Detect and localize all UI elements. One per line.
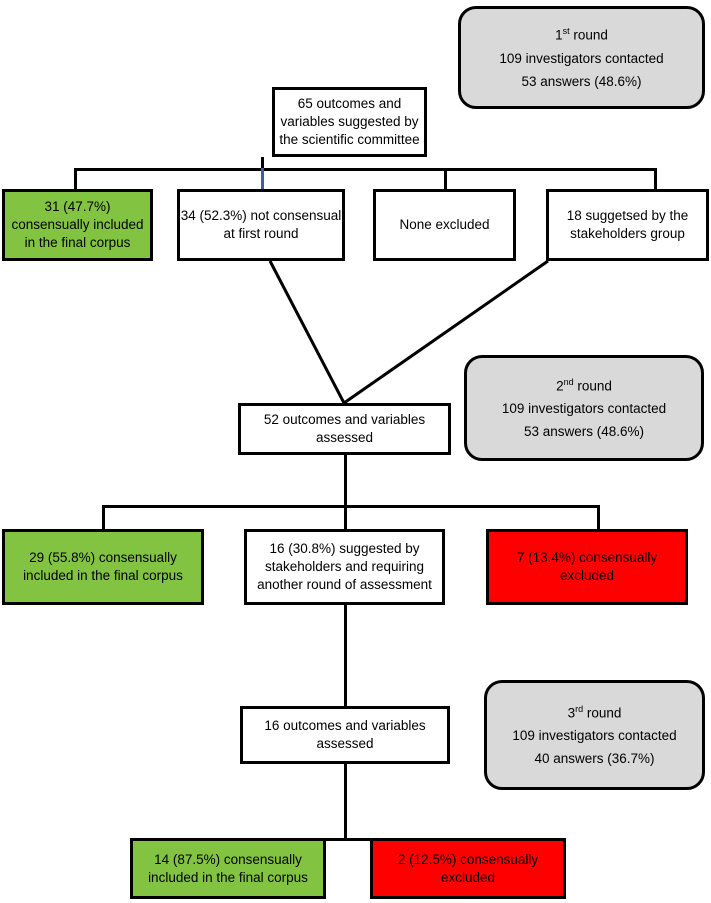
round-2-contacted: 109 investigators contacted xyxy=(501,401,667,417)
connector-diagonals-round2 xyxy=(268,259,549,405)
node-r1-included: 31 (47.7%) consensually included in the … xyxy=(2,189,153,261)
round-1-title: 1st round xyxy=(555,26,608,43)
connector-row1-drop-none-excluded xyxy=(444,168,447,190)
connector-row2-drop-included xyxy=(102,505,105,531)
connector-row3-bar xyxy=(228,838,469,841)
round-3-answers: 40 answers (36.7%) xyxy=(534,751,655,767)
round-panel-1: 1st round 109 investigators contacted 53… xyxy=(458,6,705,109)
connector-source-stem xyxy=(261,157,264,171)
connector-row2-drop-excluded xyxy=(597,505,600,531)
connector-r2-requiring-stem xyxy=(344,605,347,707)
node-r2-included: 29 (55.8%) consensually included in the … xyxy=(2,529,204,605)
connector-row2-drop-requiring xyxy=(344,505,347,531)
round-panel-3: 3rd round 109 investigators contacted 40… xyxy=(484,680,705,790)
round-1-answers: 53 answers (48.6%) xyxy=(521,73,642,89)
node-r2-requiring: 16 (30.8%) suggested by stakeholders and… xyxy=(244,529,445,605)
connector-row2-bar xyxy=(102,505,600,508)
node-r3-excluded: 2 (12.5%) consensually excluded xyxy=(370,838,566,899)
connector-row1-drop-stakeholders xyxy=(654,168,657,190)
round-2-title: 2nd round xyxy=(556,376,612,394)
node-r2-excluded: 7 (13.4%) consensually excluded xyxy=(486,529,688,605)
connector-row1-bar xyxy=(74,168,657,171)
node-r3-included: 14 (87.5%) consensually included in the … xyxy=(130,838,326,899)
round-1-contacted: 109 investigators contacted xyxy=(499,50,664,66)
round-2-answers: 53 answers (48.6%) xyxy=(523,424,645,440)
connector-r2-stem xyxy=(344,455,347,507)
node-r1-stakeholders: 18 suggetsed by the stakeholders group xyxy=(546,189,709,261)
round-3-contacted: 109 investigators contacted xyxy=(512,728,677,744)
node-r3-assessed: 16 outcomes and variables assessed xyxy=(240,706,450,764)
node-r1-not-consensual: 34 (52.3%) not consensual at first round xyxy=(177,189,345,261)
node-r2-assessed: 52 outcomes and variables assessed xyxy=(238,403,451,455)
connector-row1-drop-included xyxy=(74,168,77,190)
connector-row1-drop-not-consensual xyxy=(261,168,264,190)
round-3-title: 3rd round xyxy=(567,703,622,721)
round-panel-2: 2nd round 109 investigators contacted 53… xyxy=(464,355,704,461)
node-r1-none-excluded: None excluded xyxy=(373,189,516,261)
connector-r3-stem xyxy=(344,764,347,840)
node-source: 65 outcomes and variables suggested by t… xyxy=(272,87,427,157)
